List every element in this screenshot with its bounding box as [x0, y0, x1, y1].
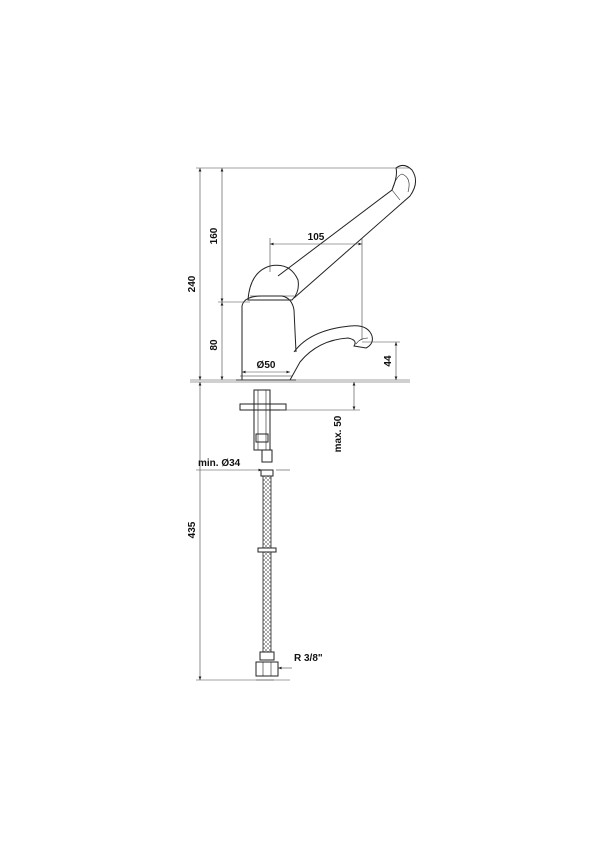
- dim-total-height: 240: [187, 275, 198, 292]
- dim-lever-height: 160: [209, 227, 220, 244]
- dimension-lines: [190, 167, 410, 681]
- dim-hose-length: 435: [187, 521, 198, 538]
- dim-max-counter: max. 50: [333, 415, 344, 452]
- dim-thread: R 3/8": [294, 653, 323, 664]
- mounting-assembly: [239, 389, 287, 477]
- lever-handle: [247, 164, 416, 301]
- dim-lever-reach: 105: [308, 232, 325, 243]
- dim-base-diameter: Ø50: [257, 360, 276, 371]
- dim-min-hole: min. Ø34: [198, 458, 241, 469]
- dim-spout-height: 44: [383, 355, 394, 367]
- dim-body-height: 80: [209, 339, 220, 351]
- flexible-hose: [255, 475, 279, 677]
